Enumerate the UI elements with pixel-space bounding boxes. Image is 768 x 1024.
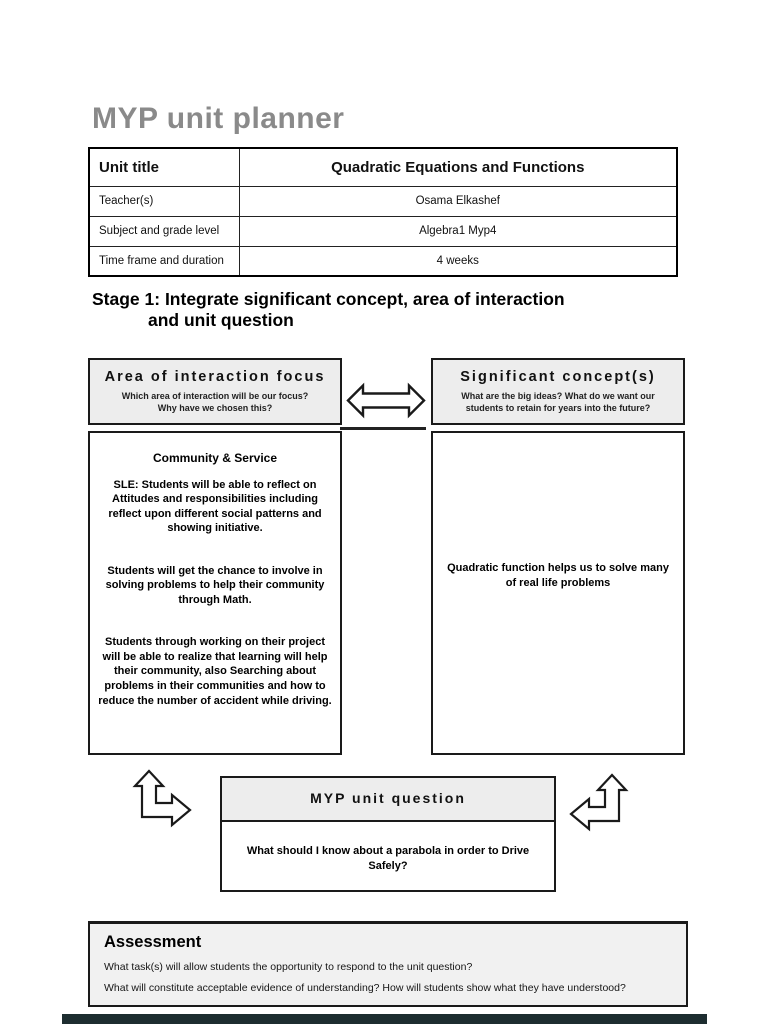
significant-concept-subtitle: What are the big ideas? What do we want … [461, 391, 655, 414]
assessment-title: Assessment [104, 933, 202, 951]
significant-concept-content-box: Quadratic function helps us to solve man… [431, 431, 685, 755]
unit-title-value: Quadratic Equations and Functions [238, 147, 678, 187]
aoi-paragraph: Students through working on their projec… [98, 636, 332, 707]
left-right-double-arrow-icon [346, 382, 426, 419]
subject-label: Subject and grade level [88, 215, 240, 247]
significant-concept-header-box: Significant concept(s) What are the big … [431, 358, 685, 425]
aoi-paragraph: Community & Service [152, 451, 278, 465]
up-right-bent-arrow-icon [132, 769, 192, 828]
teacher-value: Osama Elkashef [238, 185, 678, 217]
teacher-label: Teacher(s) [88, 185, 240, 217]
unit-info-table: Unit title Quadratic Equations and Funct… [88, 147, 678, 277]
aoi-paragraph: SLE: Students will be able to reflect on… [108, 478, 322, 535]
significant-concept-statement: Quadratic function helps us to solve man… [447, 562, 669, 589]
stage1-heading: Stage 1: Integrate significant concept, … [92, 289, 565, 330]
area-of-interaction-content-box: Community & Service SLE: Students will b… [88, 431, 342, 755]
aoi-paragraph: Students will get the chance to involve … [105, 564, 325, 606]
unit-question-body: What should I know about a parabola in o… [222, 822, 554, 874]
timeframe-value: 4 weeks [238, 245, 678, 277]
unit-title-label: Unit title [88, 147, 240, 187]
area-of-interaction-title: Area of interaction focus [104, 369, 326, 385]
area-of-interaction-header-box: Area of interaction focus Which area of … [88, 358, 342, 425]
unit-question-header: MYP unit question [222, 778, 554, 822]
assessment-box: Assessment What task(s) will allow stude… [88, 921, 688, 1007]
assessment-question: What will constitute acceptable evidence… [104, 982, 626, 994]
assessment-question: What task(s) will allow students the opp… [104, 961, 473, 973]
unit-question-title: MYP unit question [310, 790, 466, 806]
up-left-bent-arrow-icon [569, 773, 629, 832]
unit-question-box: MYP unit question What should I know abo… [220, 776, 556, 892]
area-of-interaction-subtitle: Which area of interaction will be our fo… [121, 391, 309, 414]
table-row: Time frame and duration 4 weeks [88, 245, 678, 277]
next-section-band [62, 1014, 707, 1024]
unit-question-text: What should I know about a parabola in o… [246, 845, 530, 872]
table-row: Teacher(s) Osama Elkashef [88, 185, 678, 217]
significant-concept-title: Significant concept(s) [460, 369, 656, 385]
connector-line [340, 427, 426, 430]
table-row: Subject and grade level Algebra1 Myp4 [88, 215, 678, 247]
table-row: Unit title Quadratic Equations and Funct… [88, 147, 678, 187]
subject-value: Algebra1 Myp4 [238, 215, 678, 247]
timeframe-label: Time frame and duration [88, 245, 240, 277]
page-title: MYP unit planner [92, 102, 345, 135]
